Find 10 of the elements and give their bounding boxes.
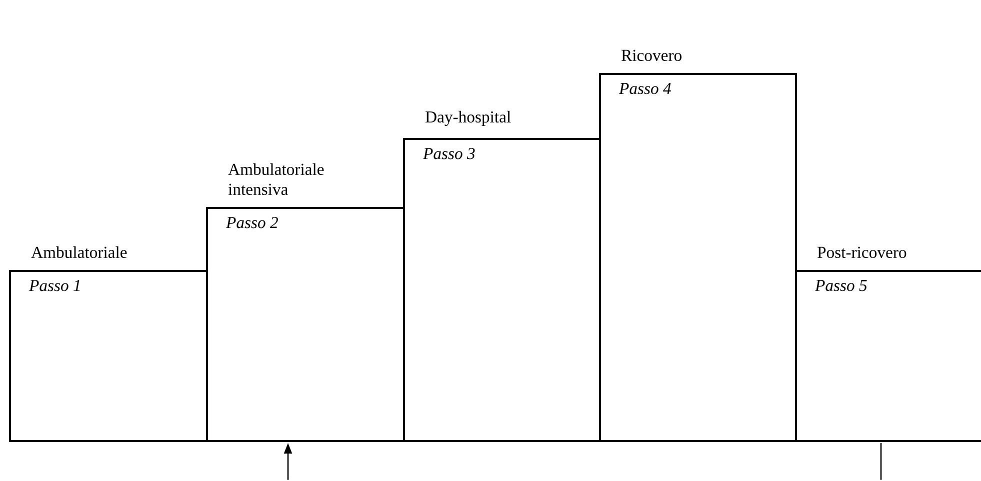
step-box: Day-hospital Passo 3 — [403, 110, 601, 442]
node-label: Day-hospital — [425, 110, 511, 126]
step-box: Ricovero Passo 4 — [599, 50, 797, 442]
step-box: Ambulatoriale Passo 1 — [9, 246, 208, 442]
node-label: Ambulatoriale — [31, 246, 127, 258]
node-label: Ambulatoriale intensiva — [228, 163, 324, 195]
step-box: Post-ricovero Passo 5 — [795, 246, 981, 442]
step-box: Ambulatoriale intensiva Passo 2 — [206, 163, 405, 442]
line — [880, 442, 882, 480]
node-label: Ricovero — [621, 50, 682, 61]
